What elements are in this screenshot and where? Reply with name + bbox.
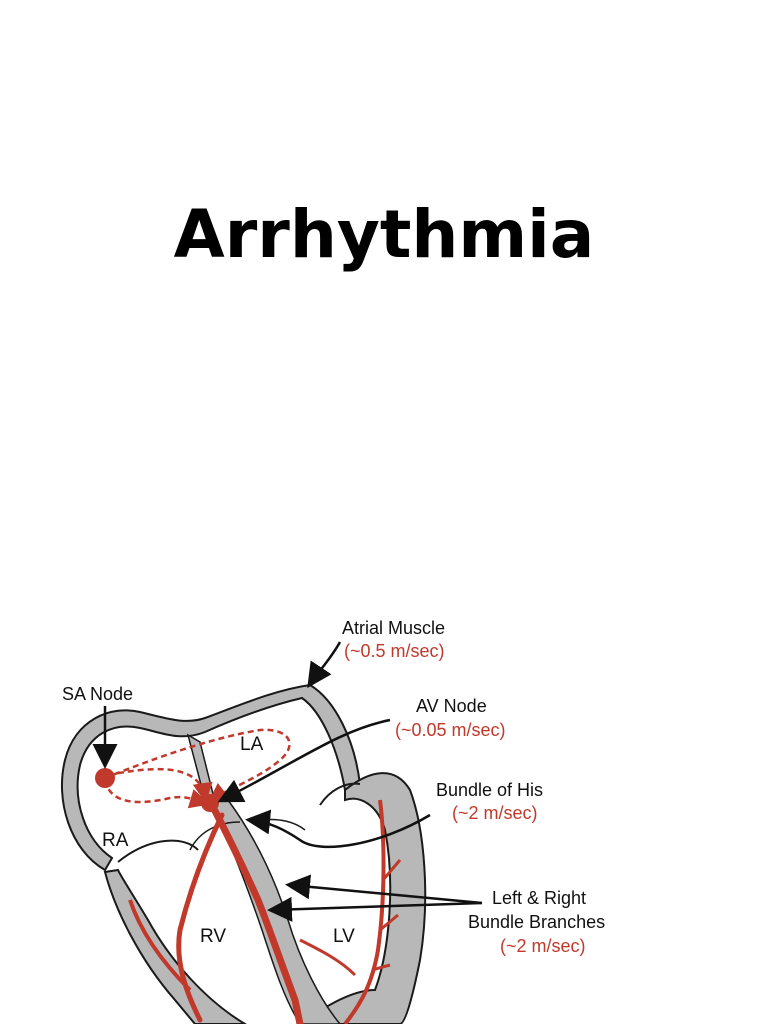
bundle-of-his-pointer: [245, 809, 431, 849]
left-bundle-branch: [176, 812, 225, 1023]
chamber-la: LA: [240, 734, 264, 755]
atrial-muscle-label: Atrial Muscle: [342, 618, 445, 638]
av-node-speed: (~0.05 m/sec): [395, 720, 506, 740]
left-ventricle-wall: [298, 772, 427, 1024]
av-node: [201, 794, 219, 812]
atrial-muscle-speed: (~0.5 m/sec): [344, 641, 445, 661]
chamber-rv: RV: [200, 926, 226, 947]
chamber-lv: LV: [333, 926, 355, 947]
atrial-muscle-pointer: [307, 641, 342, 689]
valve-leaflet: [189, 821, 241, 851]
purkinje-fiber: [371, 859, 402, 972]
sa-node-label: SA Node: [62, 684, 133, 704]
left-bundle-pointer: [285, 874, 483, 905]
purkinje-fiber: [128, 899, 192, 992]
bundle-branches-speed: (~2 m/sec): [500, 936, 586, 956]
right-ventricle-wall: [103, 868, 247, 1024]
sa-node: [95, 768, 115, 788]
bundle-branches-label-2: Bundle Branches: [468, 912, 605, 932]
slide-title: Arrhythmia: [173, 196, 595, 273]
mitral-valve: [319, 782, 361, 806]
chamber-ra: RA: [102, 830, 129, 851]
bundle-of-his-label: Bundle of His: [436, 780, 543, 800]
atrial-conduction-path: [103, 779, 210, 809]
heart-conduction-diagram: Atrial Muscle (~0.5 m/sec) SA Node AV No…: [61, 618, 605, 1024]
av-node-label: AV Node: [416, 696, 487, 716]
tricuspid-valve: [117, 839, 199, 863]
bundle-of-his-speed: (~2 m/sec): [452, 803, 538, 823]
bundle-of-his-path: [208, 801, 304, 1024]
atrial-conduction-path: [104, 728, 291, 804]
right-bundle-pointer: [267, 896, 483, 922]
av-node-pointer: [217, 718, 391, 803]
purkinje-fiber: [299, 938, 357, 977]
bundle-branches-label-1: Left & Right: [492, 888, 586, 908]
atrial-conduction-path: [107, 767, 213, 803]
